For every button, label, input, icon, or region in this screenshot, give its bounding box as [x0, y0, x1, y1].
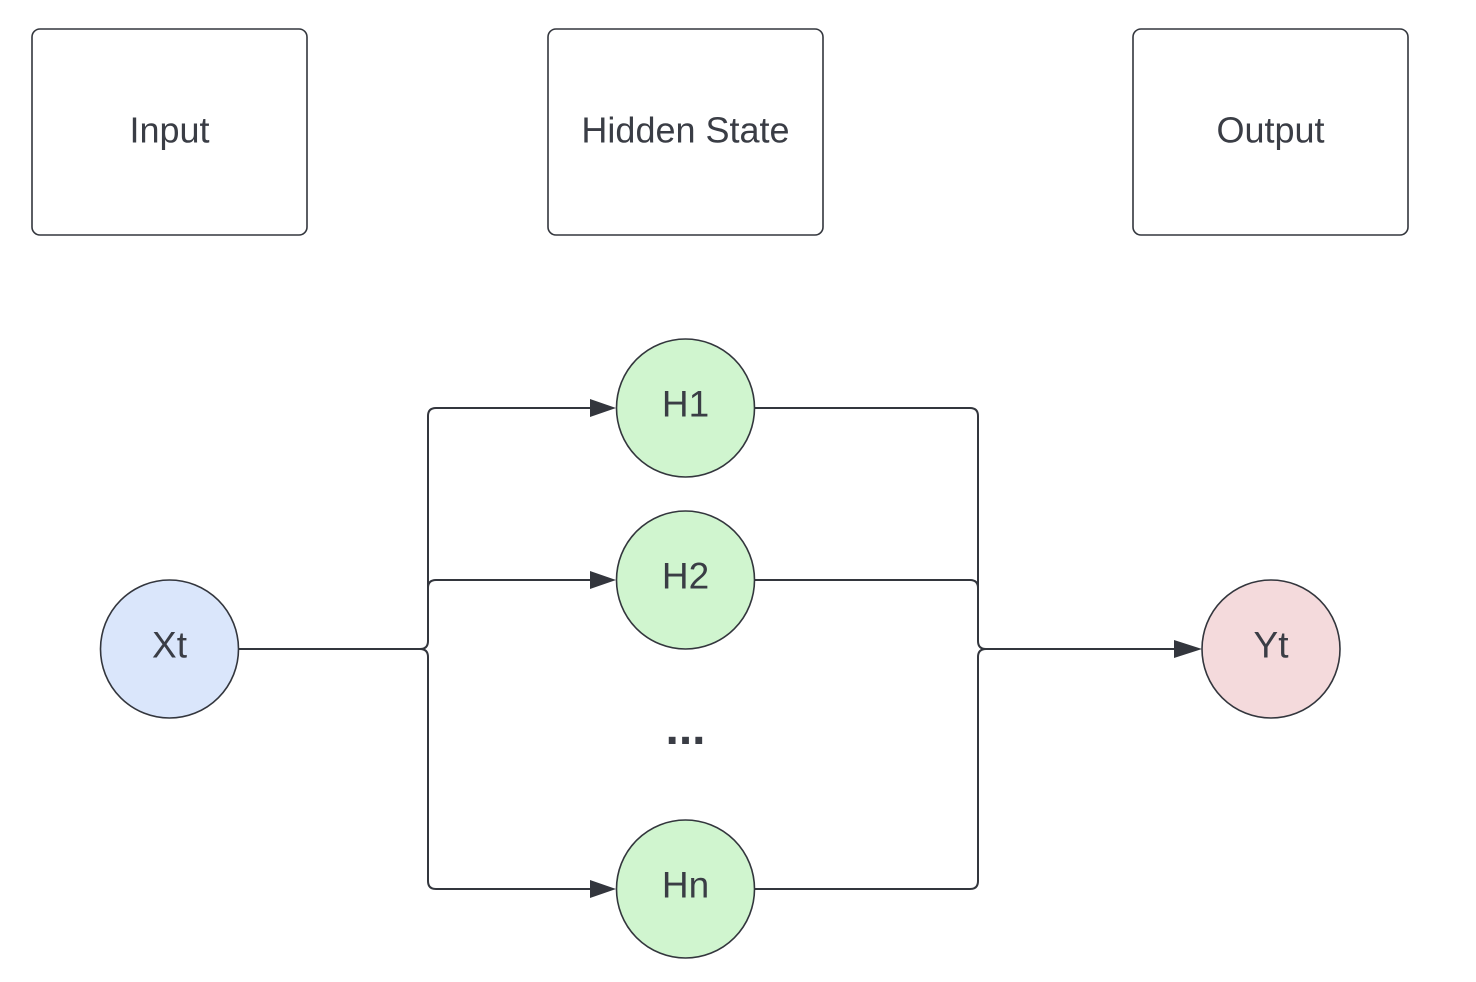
arrow-y	[1174, 640, 1202, 658]
node-yt-label: Yt	[1254, 625, 1290, 666]
arrow-h1	[590, 399, 616, 417]
header-output-label: Output	[1216, 110, 1324, 151]
node-xt-circle	[99, 579, 240, 719]
arrow-h2	[590, 571, 616, 589]
edge-x-to-h2	[427, 579, 592, 641]
node-xt: Xt	[99, 579, 240, 719]
node-h2-label: H2	[662, 556, 709, 597]
header-output-box	[1132, 28, 1409, 236]
header-input-label: Input	[129, 110, 209, 151]
edge-x-to-h1	[239, 407, 592, 650]
header-input-box	[31, 28, 308, 236]
node-yt-circle	[1201, 579, 1341, 719]
header-output: Output	[1132, 28, 1409, 236]
edge-x-to-hn	[419, 648, 592, 890]
edge-hn-to-y	[755, 648, 987, 890]
header-hidden-state-label: Hidden State	[581, 110, 789, 151]
header-hidden-state-box	[547, 28, 824, 236]
node-h2-circle	[615, 510, 756, 650]
edge-h1-to-y	[755, 407, 1176, 650]
node-yt: Yt	[1201, 579, 1341, 719]
ellipsis-label: ...	[665, 702, 705, 755]
node-h1-label: H1	[662, 384, 709, 425]
node-h2: H2	[615, 510, 756, 650]
node-hn-label: Hn	[662, 865, 709, 906]
arrow-hn	[590, 880, 616, 898]
node-hn-circle	[615, 819, 756, 959]
header-hidden-state: Hidden State	[547, 28, 824, 236]
node-h1: H1	[615, 338, 756, 478]
node-h1-circle	[615, 338, 756, 478]
node-xt-label: Xt	[152, 625, 188, 666]
edge-h2-to-y	[755, 579, 979, 641]
header-input: Input	[31, 28, 308, 236]
node-hn: Hn	[615, 819, 756, 959]
